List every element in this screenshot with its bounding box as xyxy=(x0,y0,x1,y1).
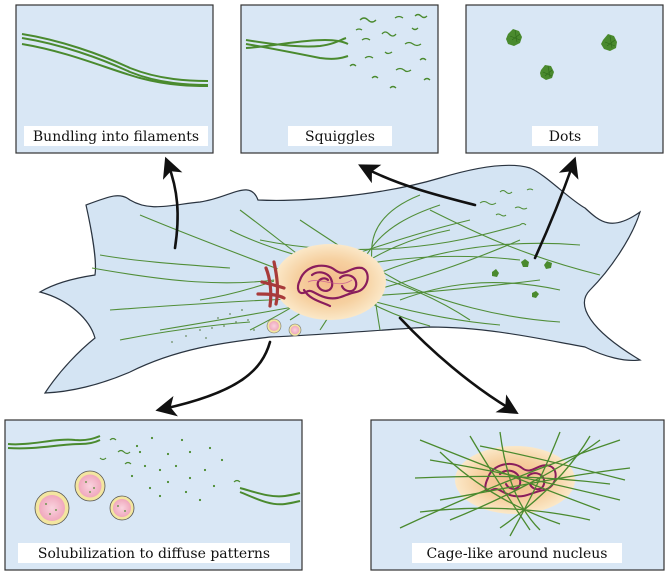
panel-solubilization-label: Solubilization to diffuse patterns xyxy=(38,546,270,562)
panel-squiggles: Squiggles xyxy=(240,4,439,154)
cell-dots xyxy=(492,259,552,298)
arrows xyxy=(155,156,579,417)
arrow-to-dots xyxy=(533,156,579,260)
panel-squiggles-label: Squiggles xyxy=(305,129,375,145)
diffuse-dots xyxy=(130,436,224,502)
panel-dots-label: Dots xyxy=(549,129,581,145)
cell-vesicles xyxy=(266,318,302,337)
arrow-to-cage xyxy=(398,316,519,414)
arrow-to-solubilization xyxy=(155,340,272,417)
arrow-to-squiggles xyxy=(358,164,477,207)
cell-squiggles xyxy=(479,188,534,226)
panel-cage: Cage-like around nucleus xyxy=(370,419,665,571)
cell-diffuse-dots xyxy=(171,309,255,343)
panel-bundling-label: Bundling into filaments xyxy=(33,129,199,145)
arrow-to-bundling xyxy=(162,156,183,250)
squiggle-fragments xyxy=(349,13,431,89)
cell-nucleus xyxy=(274,244,386,320)
cell-golgi xyxy=(256,260,286,308)
vesicles xyxy=(34,470,135,526)
panel-solubilization: Solubilization to diffuse patterns xyxy=(4,419,303,571)
cage-filaments xyxy=(399,431,631,537)
cell xyxy=(38,164,642,394)
panel-dots: Dots xyxy=(465,4,664,154)
panel-bundling: Bundling into filaments xyxy=(15,4,214,154)
panel-cage-label: Cage-like around nucleus xyxy=(427,546,608,562)
